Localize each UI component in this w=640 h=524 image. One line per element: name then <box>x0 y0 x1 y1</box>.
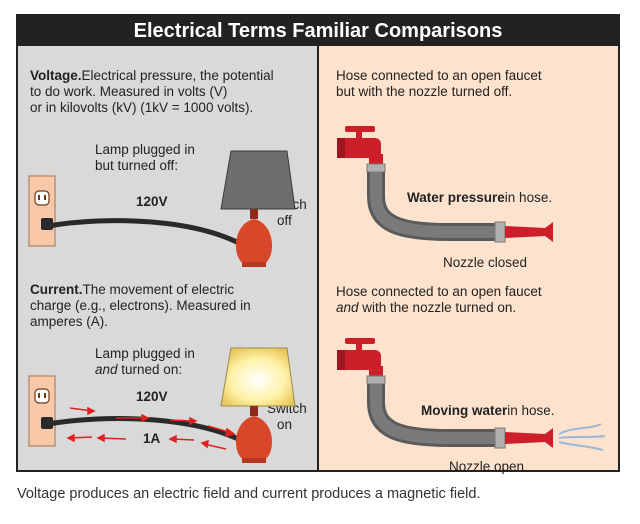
faucet-icon <box>337 338 386 385</box>
voltage-volts-label: 120V <box>136 194 168 209</box>
water-illustrations <box>337 126 606 451</box>
page-title: Electrical Terms Familiar Comparisons <box>18 16 618 46</box>
current-lamp-label: Lamp plugged in and turned on: <box>95 346 195 377</box>
hose-on-description: Hose connected to an open faucet and wit… <box>336 284 542 315</box>
outlet-icon <box>28 175 56 247</box>
figure-caption: Voltage produces an electric field and c… <box>17 486 481 502</box>
current-volts-label: 120V <box>136 389 168 404</box>
electric-illustrations <box>28 150 296 463</box>
electric-panel: Voltage.Electrical pressure, the potenti… <box>18 46 319 470</box>
voltage-def-line1: Electrical pressure, the potential <box>81 68 274 83</box>
current-def-line1: The movement of electric <box>82 282 235 297</box>
current-definition: Current.The movement of electric charge … <box>30 282 315 330</box>
water-panel: Hose connected to an open faucet but wit… <box>319 46 618 474</box>
voltage-term: Voltage. <box>30 68 82 83</box>
power-cord-on <box>47 416 250 447</box>
nozzle-icon <box>494 221 553 243</box>
nozzle-closed-label: Nozzle closed <box>443 255 528 270</box>
voltage-lamp-label: Lamp plugged in but turned off: <box>95 142 195 173</box>
faucet-icon <box>337 126 386 173</box>
current-amps-label: 1A <box>143 431 161 446</box>
current-flow-arrows <box>66 406 236 450</box>
outlet-icon <box>28 375 56 447</box>
lamp-icon <box>220 150 296 267</box>
moving-water-label: Moving waterin hose. <box>421 403 555 418</box>
current-term: Current. <box>30 282 83 297</box>
figure-frame: Electrical Terms Familiar Comparisons Vo… <box>16 14 620 474</box>
hose-off-description: Hose connected to an open faucet but wit… <box>336 68 542 99</box>
power-cord-off <box>47 218 250 251</box>
water-pressure-label: Water pressurein hose. <box>407 190 553 205</box>
voltage-definition: Voltage.Electrical pressure, the potenti… <box>30 68 315 116</box>
voltage-def-line2: to do work. Measured in volts (V) <box>30 84 228 99</box>
voltage-def-line3: or in kilovolts (kV) (1kV = 1000 volts). <box>30 100 254 115</box>
current-def-line2: charge (e.g., electrons). Measured in <box>30 298 251 313</box>
water-spray-icon <box>558 423 606 451</box>
lamp-icon <box>220 347 296 463</box>
current-def-line3: amperes (A). <box>30 314 109 329</box>
nozzle-open-label: Nozzle open <box>449 459 525 474</box>
nozzle-icon <box>494 427 553 449</box>
